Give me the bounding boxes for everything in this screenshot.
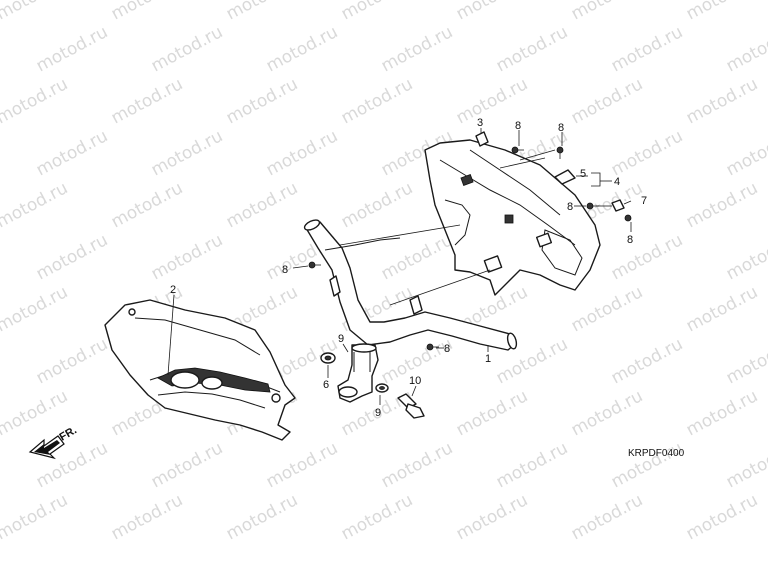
watermark-text: motod.ru (683, 282, 761, 336)
watermark-text: motod.ru (453, 490, 531, 544)
callout-9: 9 (338, 333, 344, 345)
watermark-text: motod.ru (723, 230, 768, 284)
callout-8: 8 (558, 122, 564, 134)
watermark-text: motod.ru (223, 74, 301, 128)
watermark-text: motod.ru (568, 0, 646, 24)
callout-8: 8 (282, 264, 288, 276)
watermark-text: motod.ru (108, 178, 186, 232)
callout-7: 7 (641, 195, 647, 207)
watermark-text: motod.ru (33, 230, 111, 284)
watermark-text: motod.ru (378, 230, 456, 284)
watermark-text: motod.ru (0, 490, 71, 544)
callout-8: 8 (444, 343, 450, 355)
watermark-text: motod.ru (723, 22, 768, 76)
watermark-text: motod.ru (568, 282, 646, 336)
rear-handlebar-cover (424, 139, 601, 296)
watermark-text: motod.ru (608, 438, 686, 492)
watermark-text: motod.ru (148, 230, 226, 284)
watermark-text: motod.ru (0, 74, 71, 128)
leader-lines (167, 128, 632, 405)
watermark-text: motod.ru (683, 386, 761, 440)
diagram-code: KRPDF0400 (628, 448, 685, 459)
watermark-text: motod.ru (608, 334, 686, 388)
watermark-text: motod.ru (0, 0, 71, 24)
watermark-text: motod.ru (338, 178, 416, 232)
watermark-text: motod.ru (378, 438, 456, 492)
callout-9: 9 (375, 407, 381, 419)
watermark-text: motod.ru (0, 282, 71, 336)
watermark-text: motod.ru (338, 74, 416, 128)
callout-8: 8 (627, 234, 633, 246)
watermark-text: motod.ru (723, 438, 768, 492)
front-handlebar-cover (104, 299, 296, 441)
watermark-text: motod.ru (108, 74, 186, 128)
watermark-text: motod.ru (33, 334, 111, 388)
watermark-text: motod.ru (608, 230, 686, 284)
bolt-10 (397, 393, 425, 419)
watermark-text: motod.ru (223, 0, 301, 24)
watermark-text: motod.ru (338, 490, 416, 544)
assembly-lines (339, 149, 612, 306)
callout-5: 5 (580, 168, 586, 180)
watermark-text: motod.ru (683, 0, 761, 24)
watermark-text: motod.ru (223, 178, 301, 232)
callout-2: 2 (170, 284, 176, 296)
watermark-text: motod.ru (223, 490, 301, 544)
watermark-text: motod.ru (723, 334, 768, 388)
callout-8: 8 (515, 120, 521, 132)
callout-6: 6 (323, 379, 329, 391)
callout-1: 1 (485, 353, 491, 365)
watermark-text: motod.ru (33, 126, 111, 180)
watermark-text: motod.ru (263, 438, 341, 492)
direction-label: FR. (58, 424, 79, 443)
watermark-text: motod.ru (683, 74, 761, 128)
watermark-text: motod.ru (148, 438, 226, 492)
watermark-text: motod.ru (683, 178, 761, 232)
watermark-text: motod.ru (108, 490, 186, 544)
watermark-text: motod.ru (723, 126, 768, 180)
watermark-text: motod.ru (33, 22, 111, 76)
watermark-text: motod.ru (0, 178, 71, 232)
watermark-text: motod.ru (108, 0, 186, 24)
watermark-text: motod.ru (493, 22, 571, 76)
watermark-text: motod.ru (608, 126, 686, 180)
watermark-text: motod.ru (263, 126, 341, 180)
washers (320, 352, 389, 393)
front-direction-arrow: FR. (28, 424, 79, 460)
watermark-text: motod.ru (148, 22, 226, 76)
callout-labels: 3 8 8 5 4 7 8 8 8 2 9 8 1 6 10 9 (170, 117, 647, 419)
watermark-text: motod.ru (493, 438, 571, 492)
watermark-text: motod.ru (608, 22, 686, 76)
watermark-text: motod.ru (568, 74, 646, 128)
callout-10: 10 (409, 375, 421, 387)
callout-8: 8 (567, 201, 573, 213)
watermark-text: motod.ru (263, 22, 341, 76)
callout-3: 3 (477, 117, 483, 129)
watermark-text: motod.ru (338, 0, 416, 24)
callout-4: 4 (614, 176, 620, 188)
watermark-text: motod.ru (453, 386, 531, 440)
screws (308, 131, 632, 351)
watermark-text: motod.ru (453, 0, 531, 24)
watermark-text: motod.ru (378, 22, 456, 76)
watermark-text: motod.ru (683, 490, 761, 544)
handlebar-pipe (303, 219, 518, 351)
stem-clamp (337, 343, 379, 403)
watermark-text: motod.ru (568, 490, 646, 544)
watermark-text: motod.ru (148, 126, 226, 180)
watermark-text: motod.ru (568, 386, 646, 440)
